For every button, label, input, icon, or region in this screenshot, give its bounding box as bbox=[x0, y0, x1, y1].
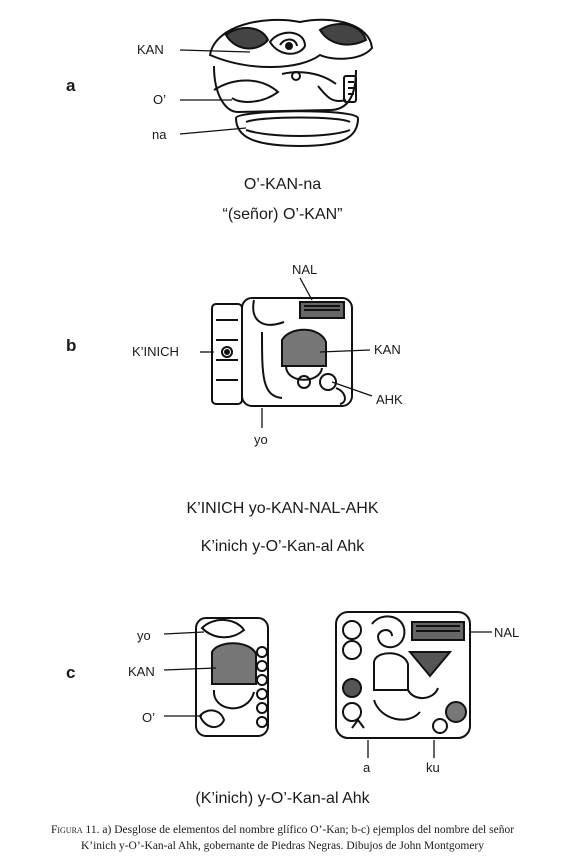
label-b-kinich: K’INICH bbox=[132, 344, 179, 359]
panel-a-letter: a bbox=[66, 76, 76, 95]
glyph-a-headdress bbox=[208, 18, 374, 68]
leader-b-ahk bbox=[331, 381, 373, 397]
panel-b-translation: K’inich y-O’-Kan-al Ahk bbox=[200, 538, 365, 555]
panel-a-reading: O’-KAN-na bbox=[243, 176, 322, 193]
leader-a-na bbox=[179, 127, 247, 135]
panel-b-letter: b bbox=[66, 336, 77, 355]
panel-c-translation: (K’inich) y-O’-Kan-al Ahk bbox=[195, 790, 370, 807]
panel-b-reading: K’INICH yo-KAN-NAL-AHK bbox=[186, 500, 379, 517]
label-b-kan: KAN bbox=[374, 342, 401, 357]
label-a-o: O’ bbox=[153, 92, 166, 107]
label-a-na: na bbox=[152, 127, 167, 142]
label-c-yo: yo bbox=[137, 628, 151, 643]
label-c-kan: KAN bbox=[128, 664, 155, 679]
label-b-ahk: AHK bbox=[376, 392, 403, 407]
label-c-ku: ku bbox=[426, 760, 440, 775]
leader-c-yo bbox=[163, 631, 205, 635]
label-a-kan: KAN bbox=[137, 42, 164, 57]
panel-c-letter: c bbox=[66, 663, 76, 682]
leader-b-nal bbox=[299, 277, 313, 301]
leader-c-kan bbox=[163, 667, 217, 671]
label-b-nal: NAL bbox=[292, 262, 318, 277]
label-c-a: a bbox=[363, 760, 371, 775]
leader-a-kan bbox=[179, 49, 251, 53]
glyph-a-base bbox=[234, 110, 360, 148]
label-c-nal: NAL bbox=[494, 625, 520, 640]
label-b-yo: yo bbox=[254, 432, 268, 447]
figure-label: Figura 11. bbox=[50, 824, 100, 836]
label-c-o: O’ bbox=[142, 710, 155, 725]
glyph-b-kinich-prefix bbox=[211, 303, 243, 405]
caption-text-2: K’inich y-O’-Kan-al Ahk, gobernante de P… bbox=[80, 840, 485, 852]
caption-text-1: a) Desglose de elementos del nombre glíf… bbox=[102, 824, 515, 836]
figure-caption: Figura 11. a) Desglose de elementos del … bbox=[0, 822, 565, 854]
panel-a-translation: “(señor) O’-KAN” bbox=[222, 206, 343, 223]
figure-caption-line-1: Figura 11. a) Desglose de elementos del … bbox=[0, 822, 565, 838]
glyph-b-main bbox=[241, 297, 353, 407]
leader-b-kan bbox=[319, 349, 371, 353]
